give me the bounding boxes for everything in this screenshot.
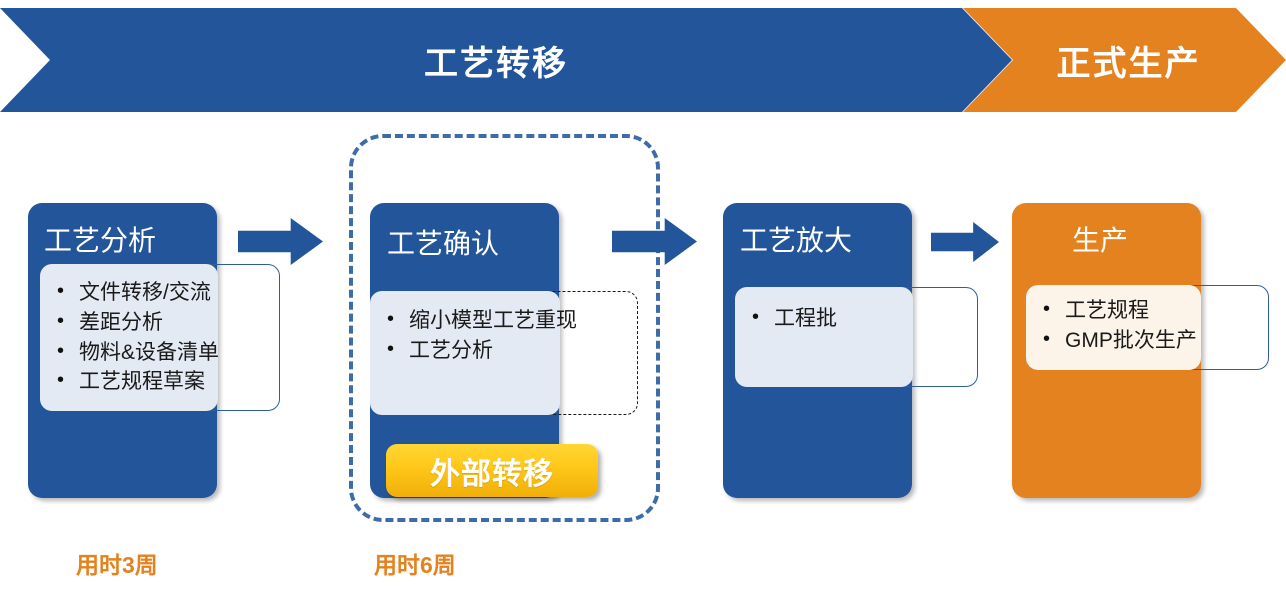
callout-production: 工艺规程 GMP批次生产 (1026, 285, 1269, 370)
callout-list: 工程批 (736, 288, 977, 334)
stage-title-process-analysis: 工艺分析 (44, 225, 157, 256)
phase-banner: 工艺转移 正式生产 (0, 8, 1286, 112)
banner-segment-label: 正式生产 (1056, 44, 1201, 83)
list-item: 缩小模型工艺重现 (385, 305, 637, 336)
duration-stage-2: 用时6周 (374, 552, 456, 578)
list-item: 工艺规程 (1041, 295, 1268, 326)
callout-list: 缩小模型工艺重现 工艺分析 (371, 292, 637, 366)
stage-title-production: 生产 (1072, 225, 1129, 256)
external-transfer-badge[interactable]: 外部转移 (386, 444, 598, 497)
banner-segment-label: 工艺转移 (424, 44, 568, 83)
callout-list: 工艺规程 GMP批次生产 (1027, 286, 1268, 356)
external-transfer-group-outline (349, 134, 660, 522)
stage-title-process-scale-up: 工艺放大 (740, 225, 853, 256)
list-item: 工程批 (750, 303, 977, 334)
flow-arrow-1-icon (238, 218, 323, 265)
list-item: 差距分析 (55, 307, 279, 338)
duration-stage-1: 用时3周 (76, 552, 158, 578)
list-item: 文件转移/交流 (55, 277, 279, 308)
callout-process-scale-up: 工程批 (735, 287, 978, 387)
list-item: 物料&设备清单 (55, 337, 279, 368)
stage-title-process-confirmation: 工艺确认 (387, 228, 500, 259)
list-item: 工艺分析 (385, 335, 637, 366)
flow-arrow-3-icon (931, 222, 999, 262)
callout-process-confirmation: 缩小模型工艺重现 工艺分析 (370, 291, 638, 415)
list-item: 工艺规程草案 (55, 366, 279, 397)
external-transfer-badge-label: 外部转移 (430, 457, 554, 491)
list-item: GMP批次生产 (1041, 325, 1268, 356)
banner-segment-formal-production[interactable]: 正式生产 (963, 8, 1286, 112)
callout-list: 文件转移/交流 差距分析 物料&设备清单 工艺规程草案 (41, 265, 279, 397)
callout-process-analysis: 文件转移/交流 差距分析 物料&设备清单 工艺规程草案 (40, 264, 280, 411)
banner-segment-process-transfer[interactable]: 工艺转移 (0, 8, 1012, 112)
